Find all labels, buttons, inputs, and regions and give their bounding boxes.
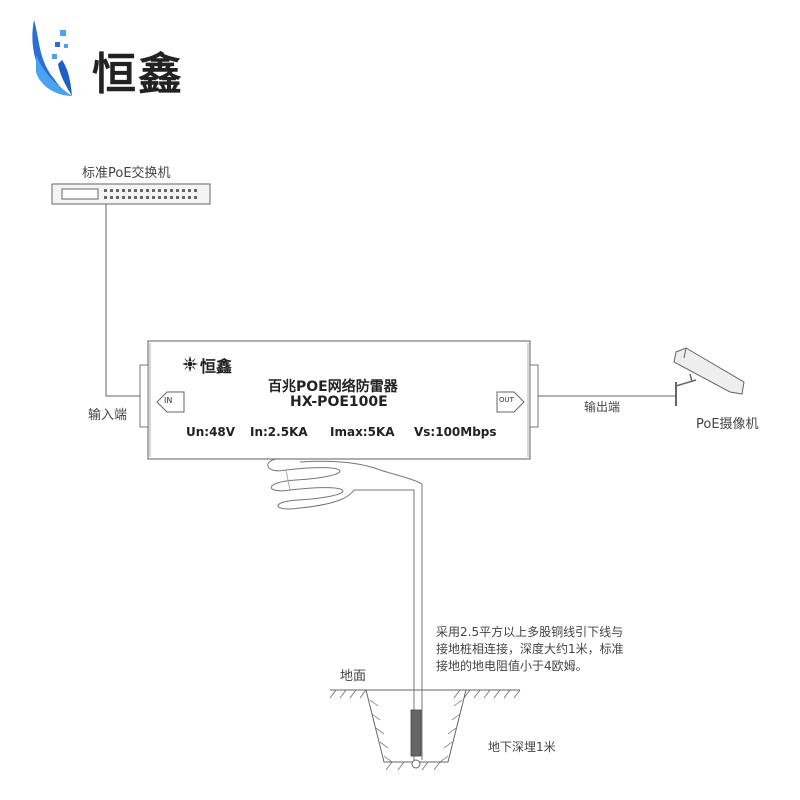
grounding-note: 采用2.5平方以上多股铜线引下线与 接地桩相连接，深度大约1米，标准 接地的地电… <box>436 624 624 675</box>
device-brand-label: 恒鑫 <box>182 353 232 377</box>
note-line: 采用2.5平方以上多股铜线引下线与 <box>436 625 624 639</box>
logo-text: 恒鑫 <box>92 49 184 100</box>
ground-label: 地面 <box>340 669 367 684</box>
note-line: 接地的地电阻值小于4欧姆。 <box>436 659 588 673</box>
input-label: 输入端 <box>88 408 128 423</box>
in-port-icon <box>156 391 185 413</box>
device-brand: 恒鑫 <box>200 357 233 376</box>
ground-surface <box>329 689 521 699</box>
device-model: HX-POE100E <box>290 394 388 410</box>
camera-icon <box>673 347 745 406</box>
output-label: 输出端 <box>584 400 621 414</box>
out-port-icon <box>496 391 525 413</box>
ground-coil <box>267 458 423 760</box>
switch-label: 标准PoE交换机 <box>82 166 171 181</box>
surge-protector-box <box>139 340 539 460</box>
spec-vs: Vs:100Mbps <box>414 425 497 439</box>
poe-switch-icon <box>51 183 211 205</box>
spec-in: In:2.5KA <box>250 425 308 439</box>
in-port-label: IN <box>164 396 173 405</box>
spec-un: Un:48V <box>186 425 236 439</box>
device-title: 百兆POE网络防雷器 <box>268 379 398 395</box>
out-port-label: OUT <box>499 396 514 404</box>
ground-rod-tip <box>411 759 421 769</box>
note-line: 接地桩相连接，深度大约1米，标准 <box>436 642 624 656</box>
depth-label: 地下深埋1米 <box>488 740 556 754</box>
spec-imax: Imax:5KA <box>330 425 395 439</box>
camera-label: PoE摄像机 <box>696 417 759 432</box>
ground-rod <box>410 709 422 757</box>
input-cable <box>105 204 140 397</box>
device-logo-icon <box>182 356 198 372</box>
